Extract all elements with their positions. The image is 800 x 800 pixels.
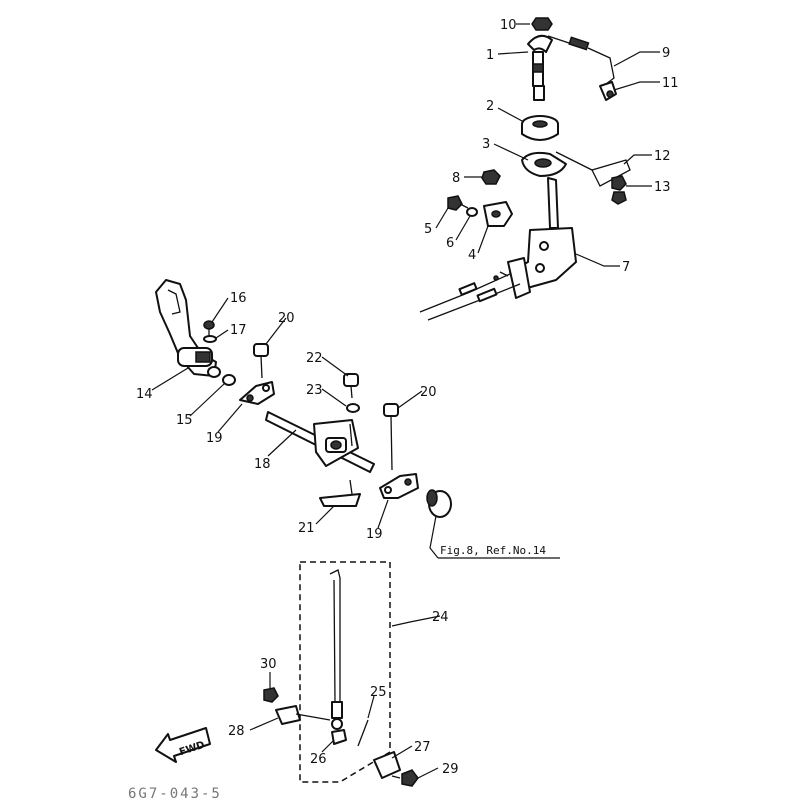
part-25-pin — [357, 719, 369, 747]
part-19-joint — [239, 381, 275, 405]
part-5-bolt — [447, 195, 469, 211]
callout-28: 28 — [228, 724, 245, 739]
callout-2: 2 — [486, 99, 494, 114]
part-8-bolt — [481, 169, 501, 185]
part-7-bracket — [507, 227, 577, 299]
callout-3: 3 — [482, 137, 490, 152]
callout-24: 24 — [432, 610, 449, 625]
part-16-screw — [203, 320, 215, 336]
callout-1: 1 — [486, 48, 494, 63]
leader-lines — [151, 23, 660, 779]
part-30-nut — [263, 687, 279, 703]
callout-5: 5 — [424, 222, 432, 237]
part-21-plate — [319, 479, 361, 507]
callout-29: 29 — [442, 762, 459, 777]
callout-19: 19 — [206, 431, 223, 446]
part-14-shift-lever — [155, 279, 221, 378]
callout-20: 20 — [420, 385, 437, 400]
part-27-bracket — [373, 751, 401, 779]
callout-6: 6 — [446, 236, 454, 251]
part-12-stay — [555, 151, 631, 187]
part-3-plate — [521, 151, 567, 177]
shift-rod-assembly — [263, 561, 419, 787]
part-28-bracket — [275, 705, 331, 725]
shift-lever-upper-assembly — [419, 17, 631, 321]
part-23-washer — [346, 403, 360, 413]
part-20-bolt — [383, 403, 399, 471]
fwd-arrow-icon: FWD — [155, 727, 211, 763]
callout-13: 13 — [654, 180, 671, 195]
part-22-bolt — [343, 373, 359, 399]
callout-22: 22 — [306, 351, 323, 366]
part-10-nut — [531, 17, 553, 31]
callout-12: 12 — [654, 149, 671, 164]
part-26-clip — [331, 729, 347, 745]
part-11-clip — [599, 81, 617, 101]
callout-16: 16 — [230, 291, 247, 306]
part-17-washer — [203, 335, 217, 343]
group-outline-24 — [299, 561, 391, 783]
callout-4: 4 — [468, 248, 476, 263]
callout-9: 9 — [662, 46, 670, 61]
callout-21: 21 — [298, 521, 315, 536]
callout-10: 10 — [500, 18, 517, 33]
callout-8: 8 — [452, 171, 460, 186]
part-6-washer — [466, 207, 478, 217]
part-9-link-rod — [547, 35, 615, 85]
part-15-o-ring — [222, 374, 236, 386]
part-20-bolt — [253, 343, 269, 379]
callout-30: 30 — [260, 657, 277, 672]
part-18-shift-shaft — [265, 411, 375, 473]
callout-23: 23 — [306, 383, 323, 398]
referenced-cap — [426, 489, 452, 518]
part-2-bushing — [521, 115, 559, 141]
callout-18: 18 — [254, 457, 271, 472]
callout-7: 7 — [622, 260, 630, 275]
callout-27: 27 — [414, 740, 431, 755]
reference-note: Fig.8, Ref.No.14 — [440, 544, 546, 557]
callout-11: 11 — [662, 76, 679, 91]
drawing-code: 6G7-043-5 — [128, 786, 222, 800]
part-19-joint — [379, 473, 419, 499]
callout-19: 19 — [366, 527, 383, 542]
part-1-lever — [527, 34, 553, 101]
part-4-clamp — [483, 201, 513, 227]
callout-labels: 10 1 9 11 2 3 12 8 13 5 6 4 7 16 17 20 1… — [136, 18, 679, 777]
control-cables — [419, 271, 521, 321]
shift-shaft-assembly — [155, 279, 452, 518]
callout-26: 26 — [310, 752, 327, 767]
part-rod — [329, 569, 343, 730]
callout-20: 20 — [278, 311, 295, 326]
part-13-nut — [611, 175, 627, 205]
callout-14: 14 — [136, 387, 153, 402]
callout-17: 17 — [230, 323, 247, 338]
part-29-bolt — [391, 769, 419, 787]
callout-15: 15 — [176, 413, 193, 428]
callout-25: 25 — [370, 685, 387, 700]
